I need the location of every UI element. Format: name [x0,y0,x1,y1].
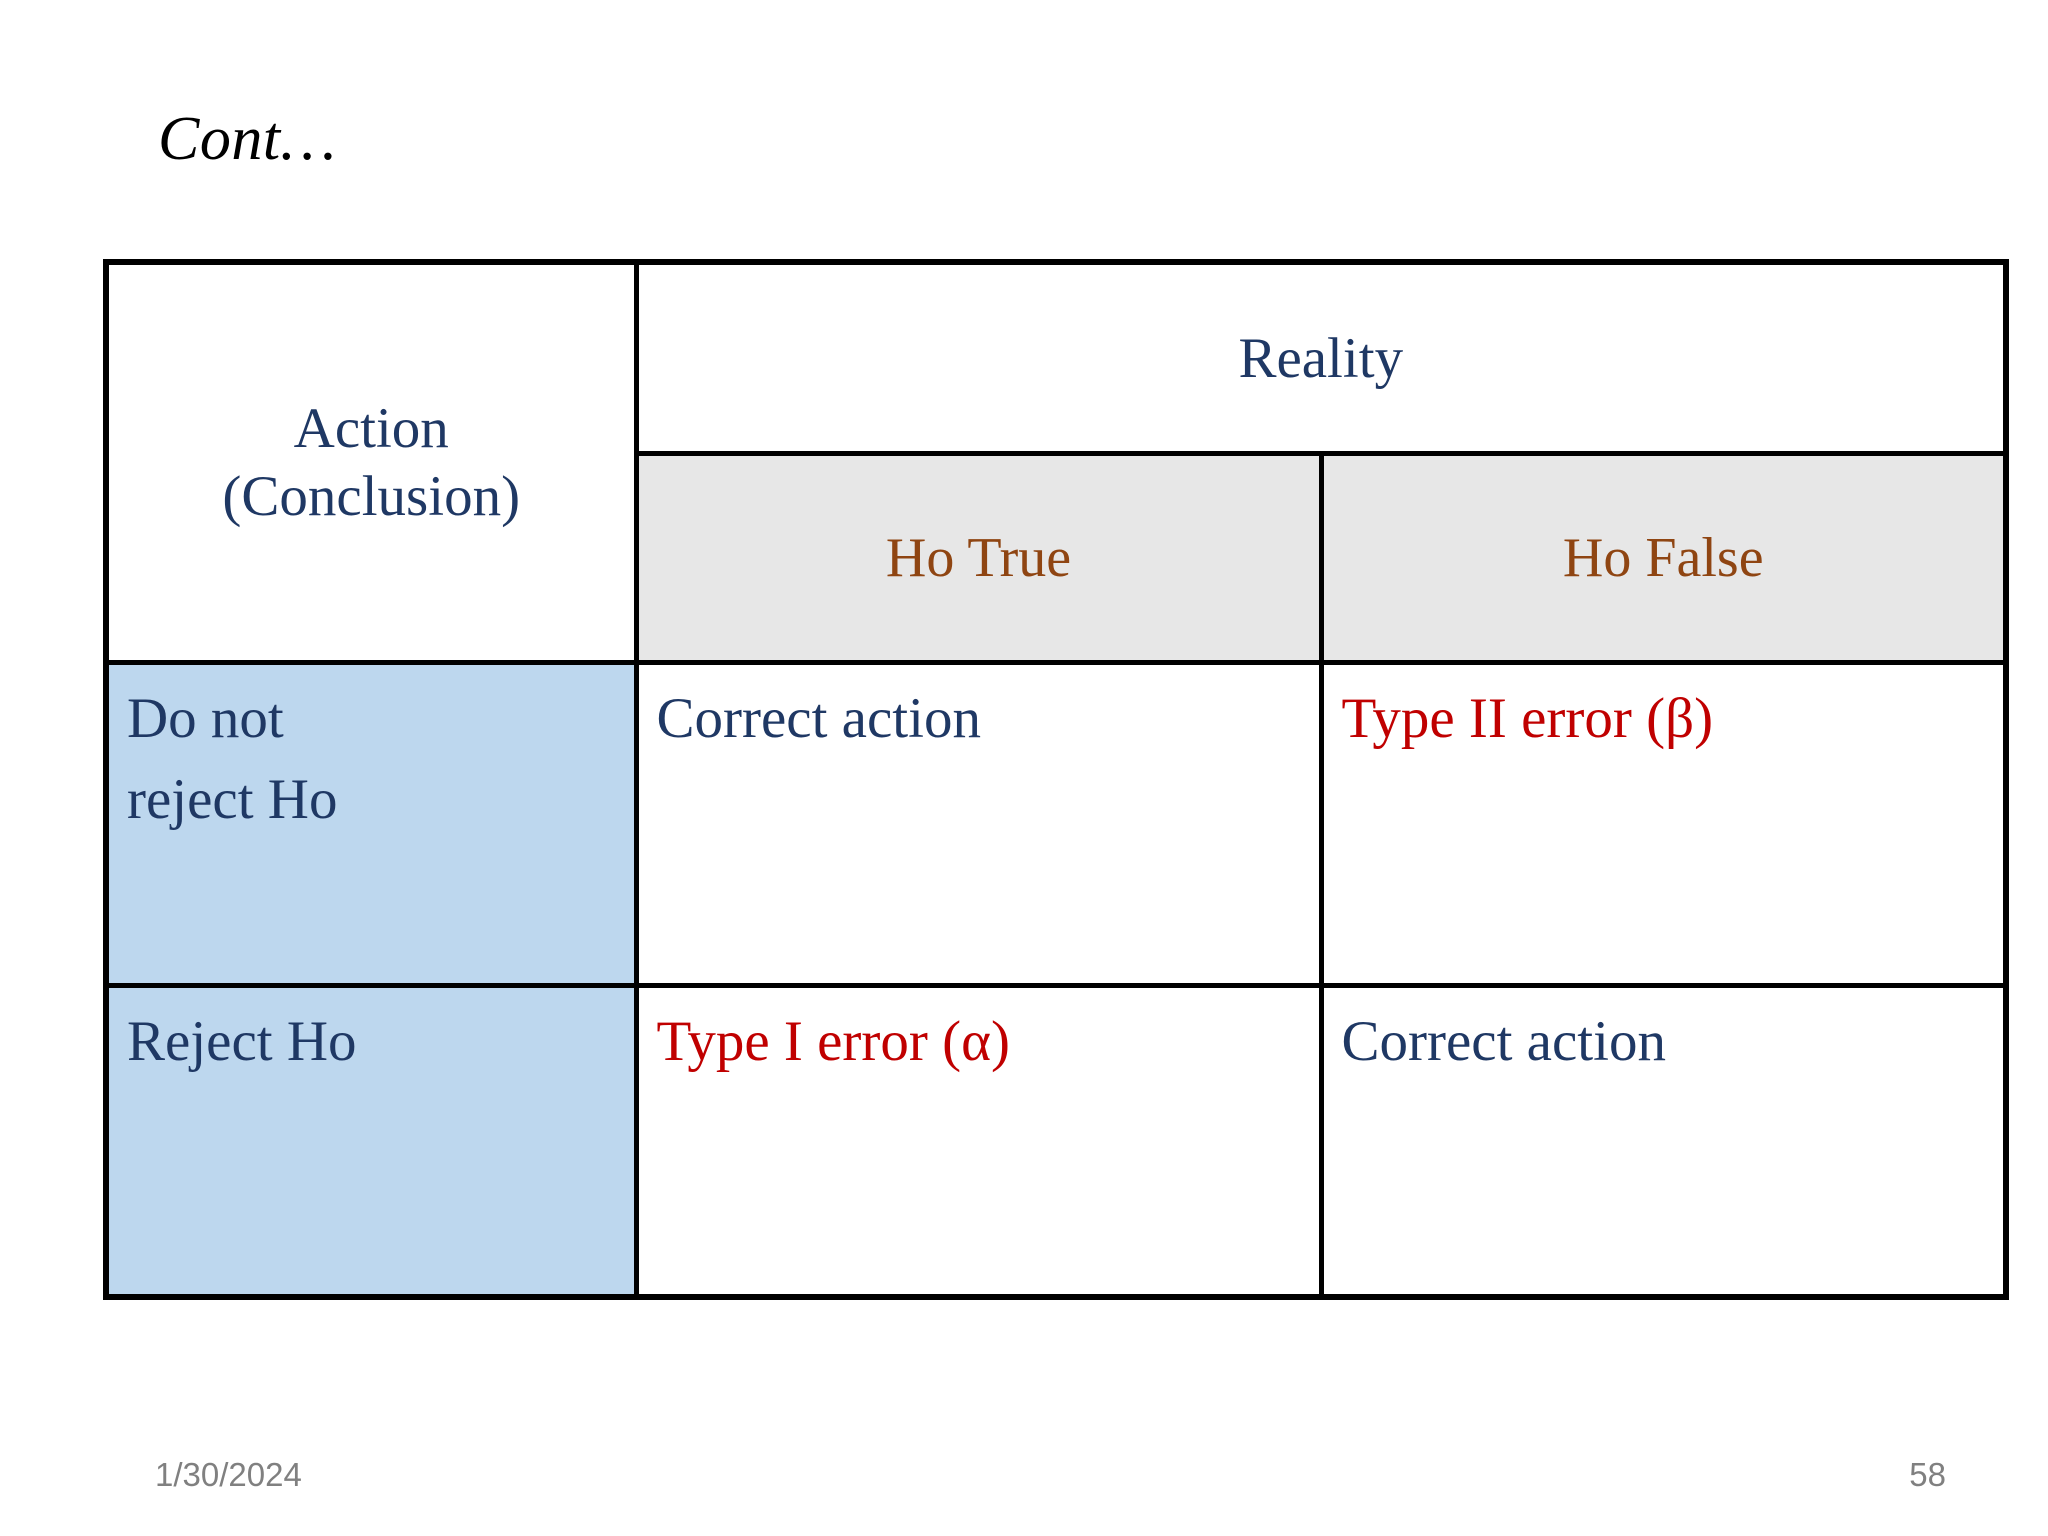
table-header-row-group: Action (Conclusion) Reality [103,259,2009,665]
row-label-do-not-reject-ho: Do not reject Ho [103,660,639,988]
column-header-ho-false-label: Ho False [1562,527,1764,589]
row-label-text: Reject Ho [127,1010,357,1073]
group-header-label: Reality [1238,326,1404,390]
decision-matrix-table: Action (Conclusion) Reality Ho True Ho F… [103,259,2010,1300]
cell-text-correct-action: Correct action [656,687,981,750]
decision-matrix-table-wrapper: Action (Conclusion) Reality Ho True Ho F… [103,259,2010,1300]
page-title: Cont… [158,105,337,173]
corner-header-cell: Action (Conclusion) [103,259,639,665]
table-row: Reject Ho Type I error (α) Correct actio… [103,983,2009,1300]
row-label-text: Do not reject Ho [127,687,338,831]
table-header-row-columns: Ho True Ho False [106,451,2009,665]
cell-text-type-ii-error: Type II error (β) [1341,687,1714,750]
cell-reject-ho-true: Type I error (α) [633,983,1324,1300]
cell-reject-ho-false: Correct action [1318,983,2009,1300]
group-header-cell-reality: Reality [633,259,2009,456]
corner-header-line-2: (Conclusion) [222,464,521,528]
cell-text-correct-action: Correct action [1341,1010,1666,1073]
table-row: Do not reject Ho Correct action Type II … [103,660,2009,988]
footer-page-number: 58 [1909,1456,1946,1493]
cell-do-not-reject-ho-false: Type II error (β) [1318,660,2009,988]
footer-date: 1/30/2024 [155,1456,302,1493]
corner-header-line-1: Action [293,397,449,461]
row-label-reject-ho: Reject Ho [103,983,639,1300]
cell-text-type-i-error: Type I error (α) [656,1010,1010,1073]
column-header-ho-false: Ho False [1318,451,2009,665]
column-header-ho-true-label: Ho True [885,527,1072,589]
cell-do-not-reject-ho-true: Correct action [633,660,1324,988]
column-header-ho-true: Ho True [633,451,1324,665]
